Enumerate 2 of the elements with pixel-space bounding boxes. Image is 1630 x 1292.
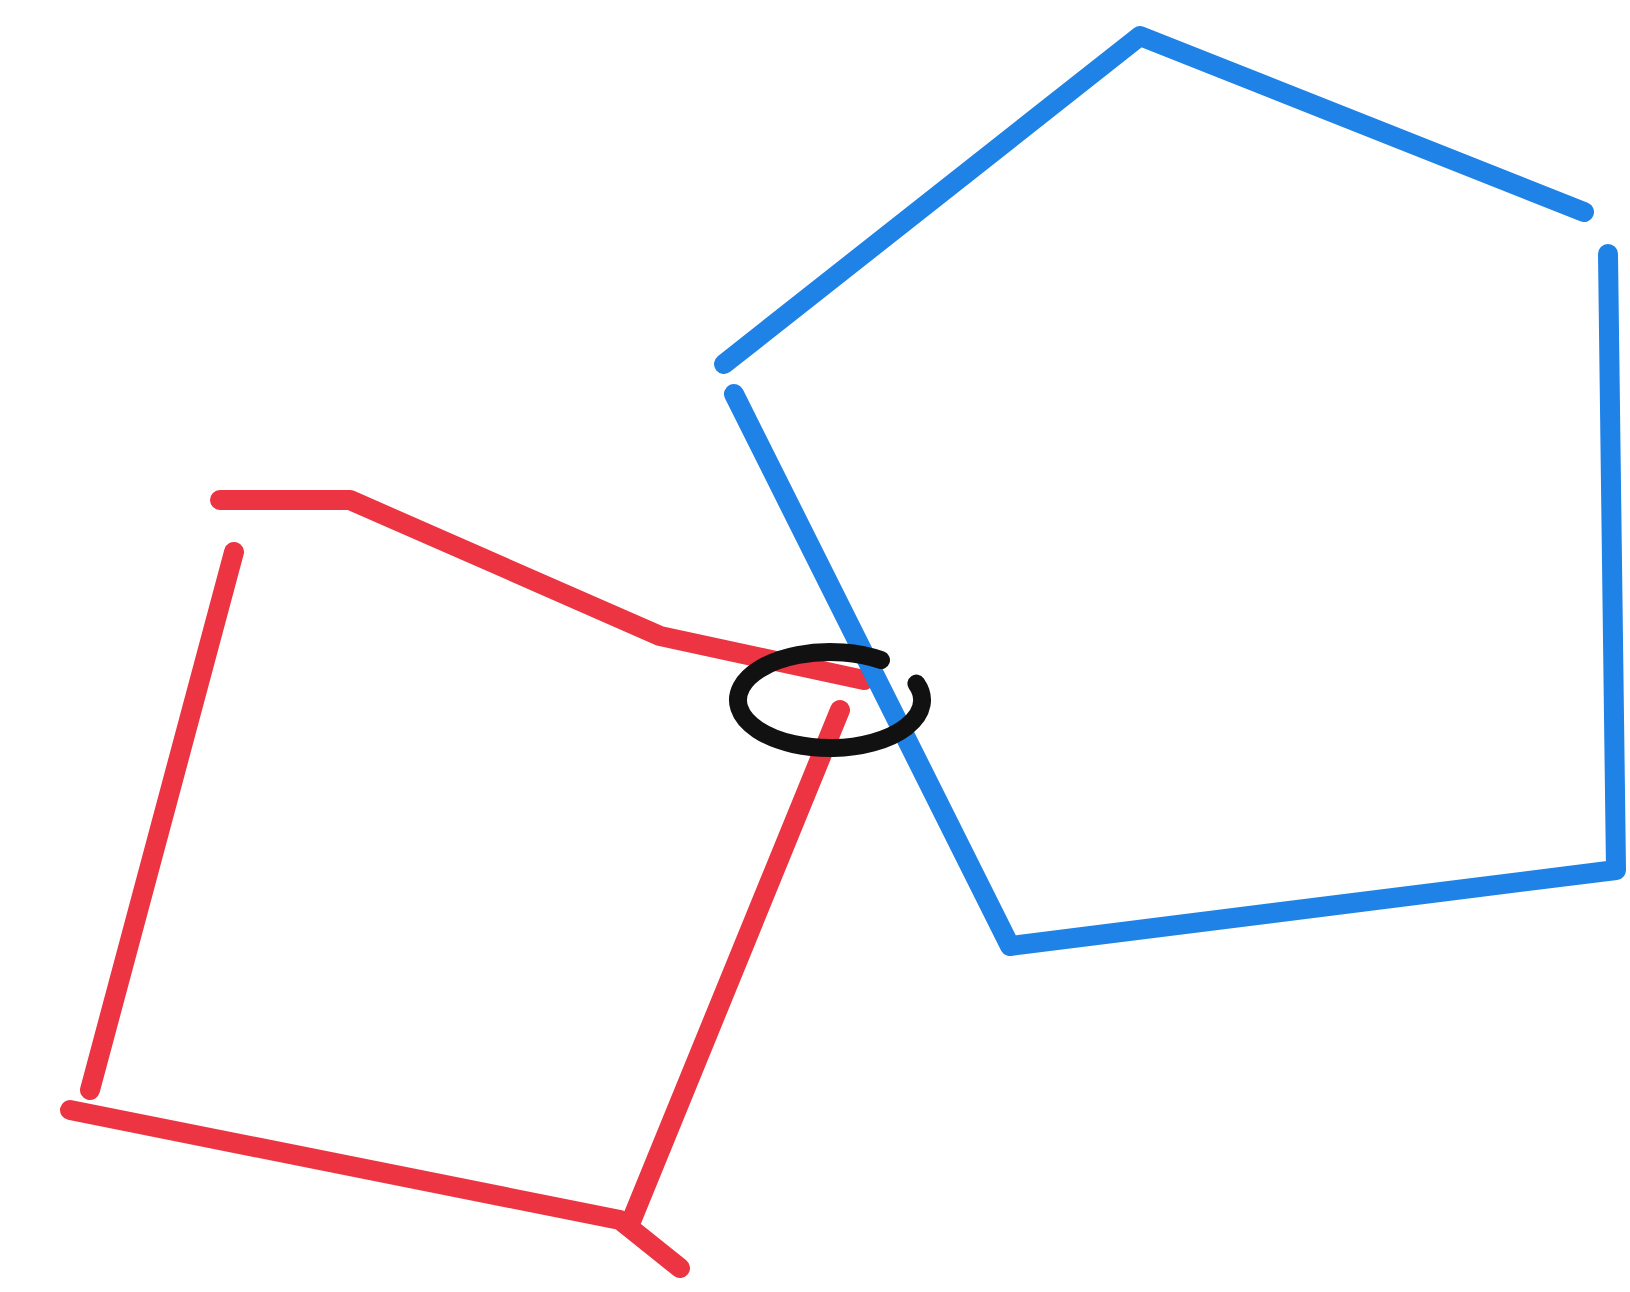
square-outline [60,490,874,1278]
pentagon-outline [714,26,1626,956]
